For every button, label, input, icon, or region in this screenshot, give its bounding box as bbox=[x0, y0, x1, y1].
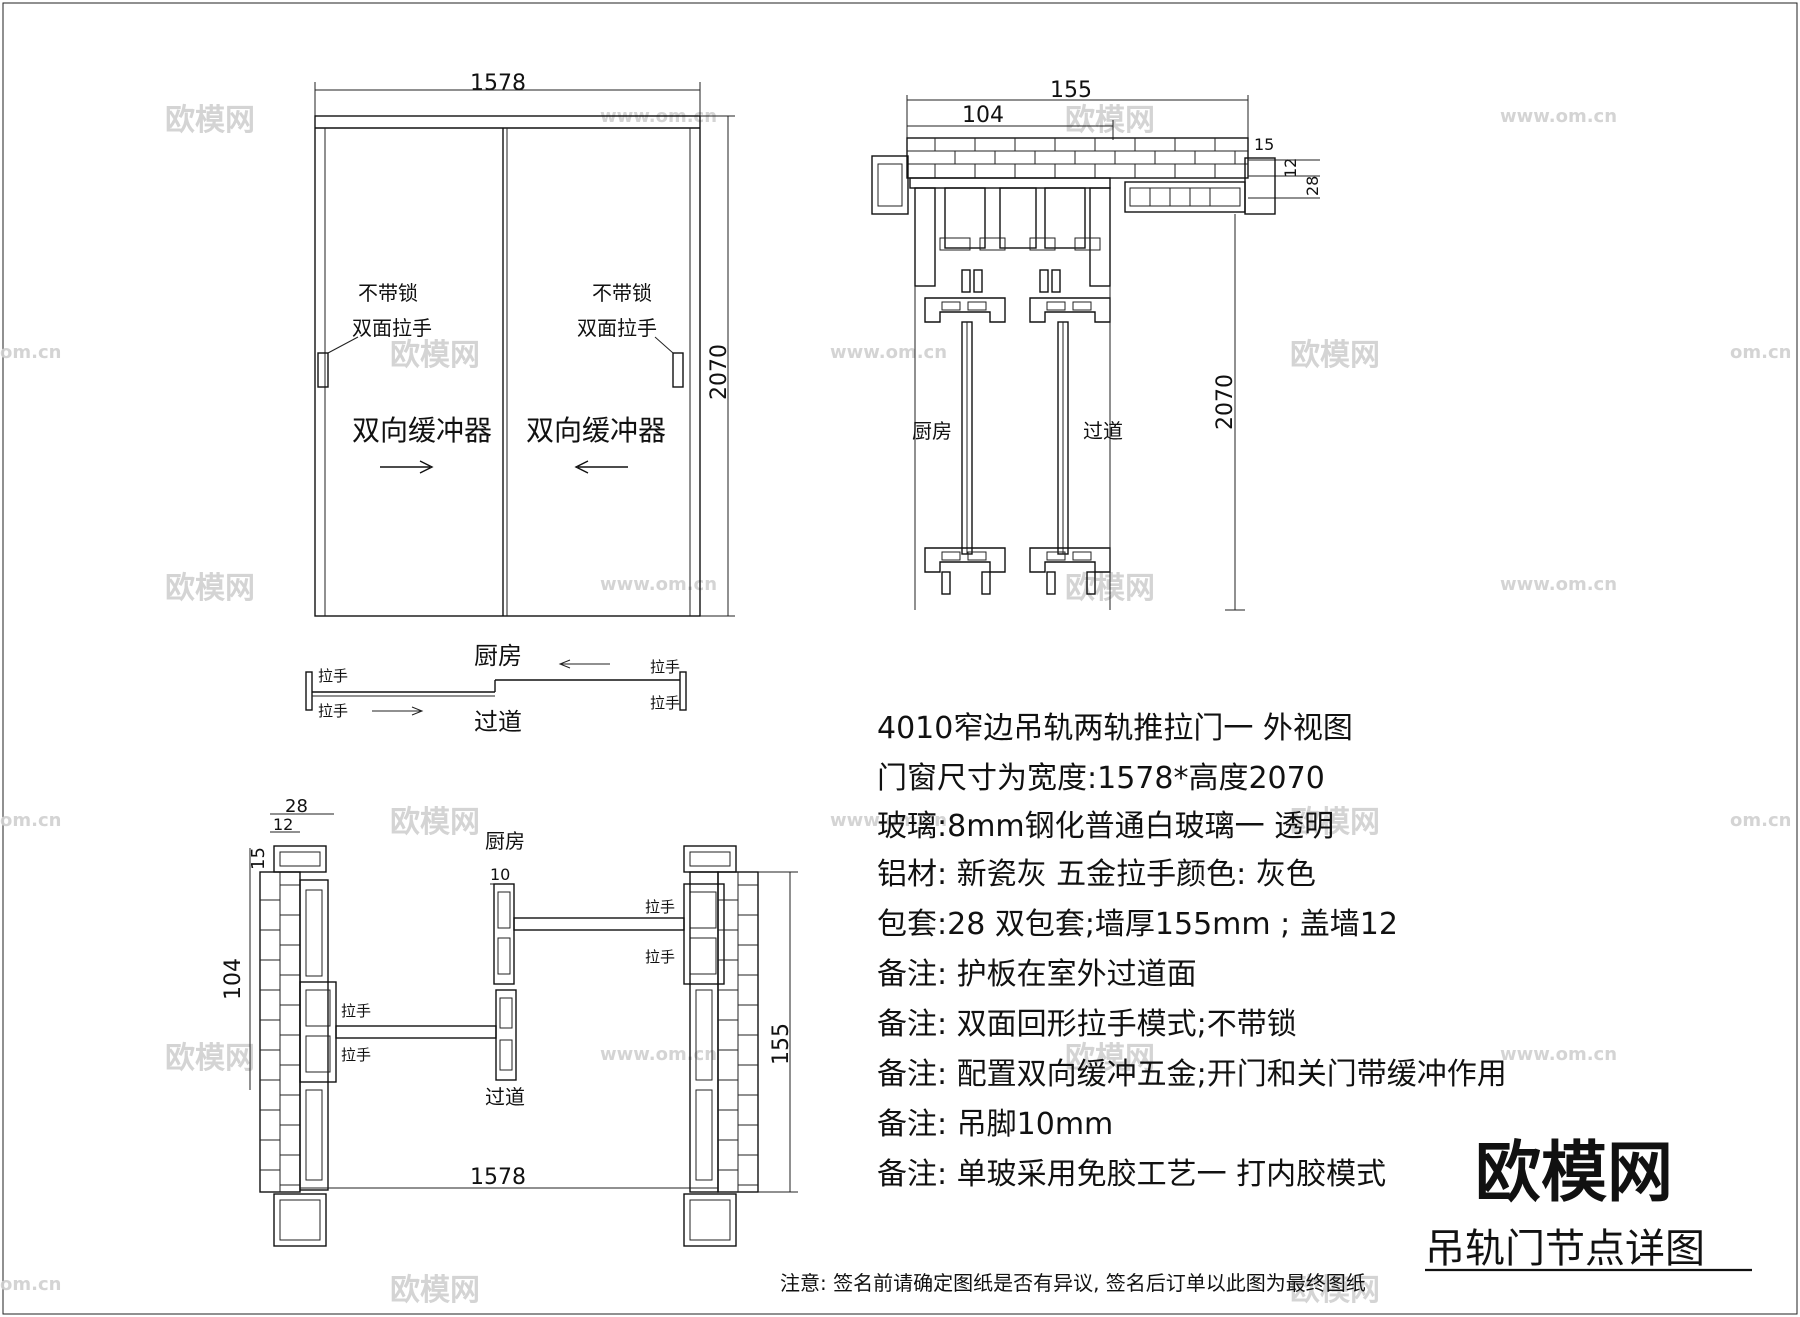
plan-corridor-label: 过道 bbox=[474, 708, 522, 736]
hsec-handle-label: 拉手 bbox=[341, 1002, 371, 1020]
vsec-dim-104: 104 bbox=[962, 103, 1004, 128]
plan-kitchen-label: 厨房 bbox=[474, 642, 522, 670]
hsec-handle-label: 拉手 bbox=[341, 1046, 371, 1064]
hsec-handle-label: 拉手 bbox=[645, 948, 675, 966]
arrow-left-icon bbox=[558, 659, 610, 669]
vsec-dim-15: 15 bbox=[1254, 135, 1274, 154]
spec-line-note-4: 备注: 吊脚10mm bbox=[877, 1107, 1113, 1142]
vsec-kitchen-label: 厨房 bbox=[912, 419, 952, 443]
plan-small: 厨房 过道 拉手 拉手 拉手 拉手 bbox=[305, 642, 687, 736]
spec-line-note-1: 备注: 护板在室外过道面 bbox=[877, 957, 1197, 992]
plan-handle-label: 拉手 bbox=[318, 702, 348, 720]
hsec-handle-label: 拉手 bbox=[645, 898, 675, 916]
left-leaf-buffer-label: 双向缓冲器 bbox=[352, 414, 492, 447]
door-elevation: 1578 2070 不带锁 双面拉手 双向缓冲器 不带锁 双面拉手 双向缓冲器 bbox=[314, 71, 735, 617]
spec-line-material: 铝材: 新瓷灰 五金拉手颜色: 灰色 bbox=[877, 857, 1316, 892]
plan-handle-label: 拉手 bbox=[318, 667, 348, 685]
wall-block bbox=[906, 137, 1249, 179]
watermark-url: www.om.cn bbox=[600, 574, 717, 595]
watermark-logo: 欧模网 bbox=[390, 805, 480, 840]
hsec-dim-10: 10 bbox=[490, 865, 510, 884]
hsec-dim-28: 28 bbox=[285, 796, 308, 817]
watermark-logo: 欧模网 bbox=[1065, 103, 1155, 138]
left-handle bbox=[317, 352, 329, 388]
vsec-corridor-label: 过道 bbox=[1083, 419, 1123, 443]
watermark-layer: 欧模网 www.om.cn 欧模网 www.om.cn om.cn 欧模网 ww… bbox=[0, 103, 1791, 1308]
plan-handle-label: 拉手 bbox=[650, 694, 680, 712]
footer-note: 注意: 签名前请确定图纸是否有异议, 签名后订单以此图为最终图纸 bbox=[780, 1271, 1366, 1295]
brand-logo: 欧模网 bbox=[1475, 1134, 1673, 1211]
watermark-logo: 欧模网 bbox=[1290, 338, 1380, 373]
watermark-url: om.cn bbox=[1730, 342, 1791, 363]
watermark-url: www.om.cn bbox=[830, 342, 947, 363]
hsec-dim-104: 104 bbox=[221, 958, 246, 1000]
spec-line-note-2: 备注: 双面回形拉手模式;不带锁 bbox=[877, 1007, 1297, 1042]
watermark-logo: 欧模网 bbox=[390, 1273, 480, 1308]
watermark-url: om.cn bbox=[0, 1274, 61, 1295]
hsec-corridor-label: 过道 bbox=[485, 1085, 525, 1109]
vsec-dim-155: 155 bbox=[1050, 78, 1092, 103]
right-leaf-label-1: 不带锁 bbox=[592, 281, 652, 305]
right-handle bbox=[672, 352, 684, 388]
vsec-dim-28: 28 bbox=[1303, 176, 1322, 196]
watermark-url: www.om.cn bbox=[1500, 574, 1617, 595]
hsec-kitchen-label: 厨房 bbox=[485, 829, 525, 853]
vsec-dim-12: 12 bbox=[1281, 158, 1300, 178]
watermark-logo: 欧模网 bbox=[390, 338, 480, 373]
right-leaf-label-2: 双面拉手 bbox=[577, 316, 657, 340]
glass-leaf-left bbox=[335, 1025, 497, 1039]
hsec-dim-15: 15 bbox=[248, 847, 269, 870]
hsec-dim-1578: 1578 bbox=[470, 1165, 526, 1190]
elevation-height-dim: 2070 bbox=[707, 344, 732, 400]
watermark-url: om.cn bbox=[0, 810, 61, 831]
watermark-url: www.om.cn bbox=[600, 1044, 717, 1065]
glass-leaf-right bbox=[513, 917, 685, 931]
arrow-right-icon bbox=[372, 706, 424, 716]
watermark-logo: 欧模网 bbox=[165, 571, 255, 606]
hsec-dim-155: 155 bbox=[769, 1023, 794, 1065]
spec-line-size: 门窗尺寸为宽度:1578*高度2070 bbox=[877, 761, 1325, 796]
watermark-logo: 欧模网 bbox=[1065, 1041, 1155, 1076]
arrow-left-icon bbox=[574, 460, 628, 474]
watermark-url: om.cn bbox=[0, 342, 61, 363]
spec-line-note-3: 备注: 配置双向缓冲五金;开门和关门带缓冲作用 bbox=[877, 1057, 1507, 1092]
spec-line-title: 4010窄边吊轨两轨推拉门一 外视图 bbox=[877, 711, 1353, 746]
watermark-url: www.om.cn bbox=[1500, 1044, 1617, 1065]
right-leaf-buffer-label: 双向缓冲器 bbox=[526, 414, 666, 447]
left-leaf-label-2: 双面拉手 bbox=[352, 316, 432, 340]
left-leaf-label-1: 不带锁 bbox=[358, 281, 418, 305]
arrow-right-icon bbox=[380, 460, 434, 474]
watermark-logo: 欧模网 bbox=[165, 103, 255, 138]
spec-notes: 4010窄边吊轨两轨推拉门一 外视图 门窗尺寸为宽度:1578*高度2070 玻… bbox=[877, 711, 1507, 1192]
spec-line-casing: 包套:28 双包套;墙厚155mm ; 盖墙12 bbox=[877, 907, 1398, 942]
elevation-width-dim: 1578 bbox=[470, 71, 526, 96]
horizontal-section: 28 12 15 104 拉手 拉手 bbox=[221, 796, 798, 1247]
watermark-logo: 欧模网 bbox=[1290, 1273, 1380, 1308]
watermark-url: www.om.cn bbox=[1500, 106, 1617, 127]
watermark-logo: 欧模网 bbox=[165, 1041, 255, 1076]
drawing-title: 吊轨门节点详图 bbox=[1425, 1226, 1705, 1272]
spec-line-note-5: 备注: 单玻采用免胶工艺一 打内胶模式 bbox=[877, 1157, 1386, 1192]
vsec-dim-2070: 2070 bbox=[1213, 374, 1238, 430]
vertical-section: 155 104 15 12 28 bbox=[871, 78, 1322, 611]
watermark-logo: 欧模网 bbox=[1290, 805, 1380, 840]
watermark-url: om.cn bbox=[1730, 810, 1791, 831]
spec-line-glass: 玻璃:8mm钢化普通白玻璃一 透明 bbox=[877, 809, 1334, 844]
watermark-url: www.om.cn bbox=[830, 810, 947, 831]
plan-handle-label: 拉手 bbox=[650, 658, 680, 676]
hsec-dim-12: 12 bbox=[273, 815, 293, 834]
